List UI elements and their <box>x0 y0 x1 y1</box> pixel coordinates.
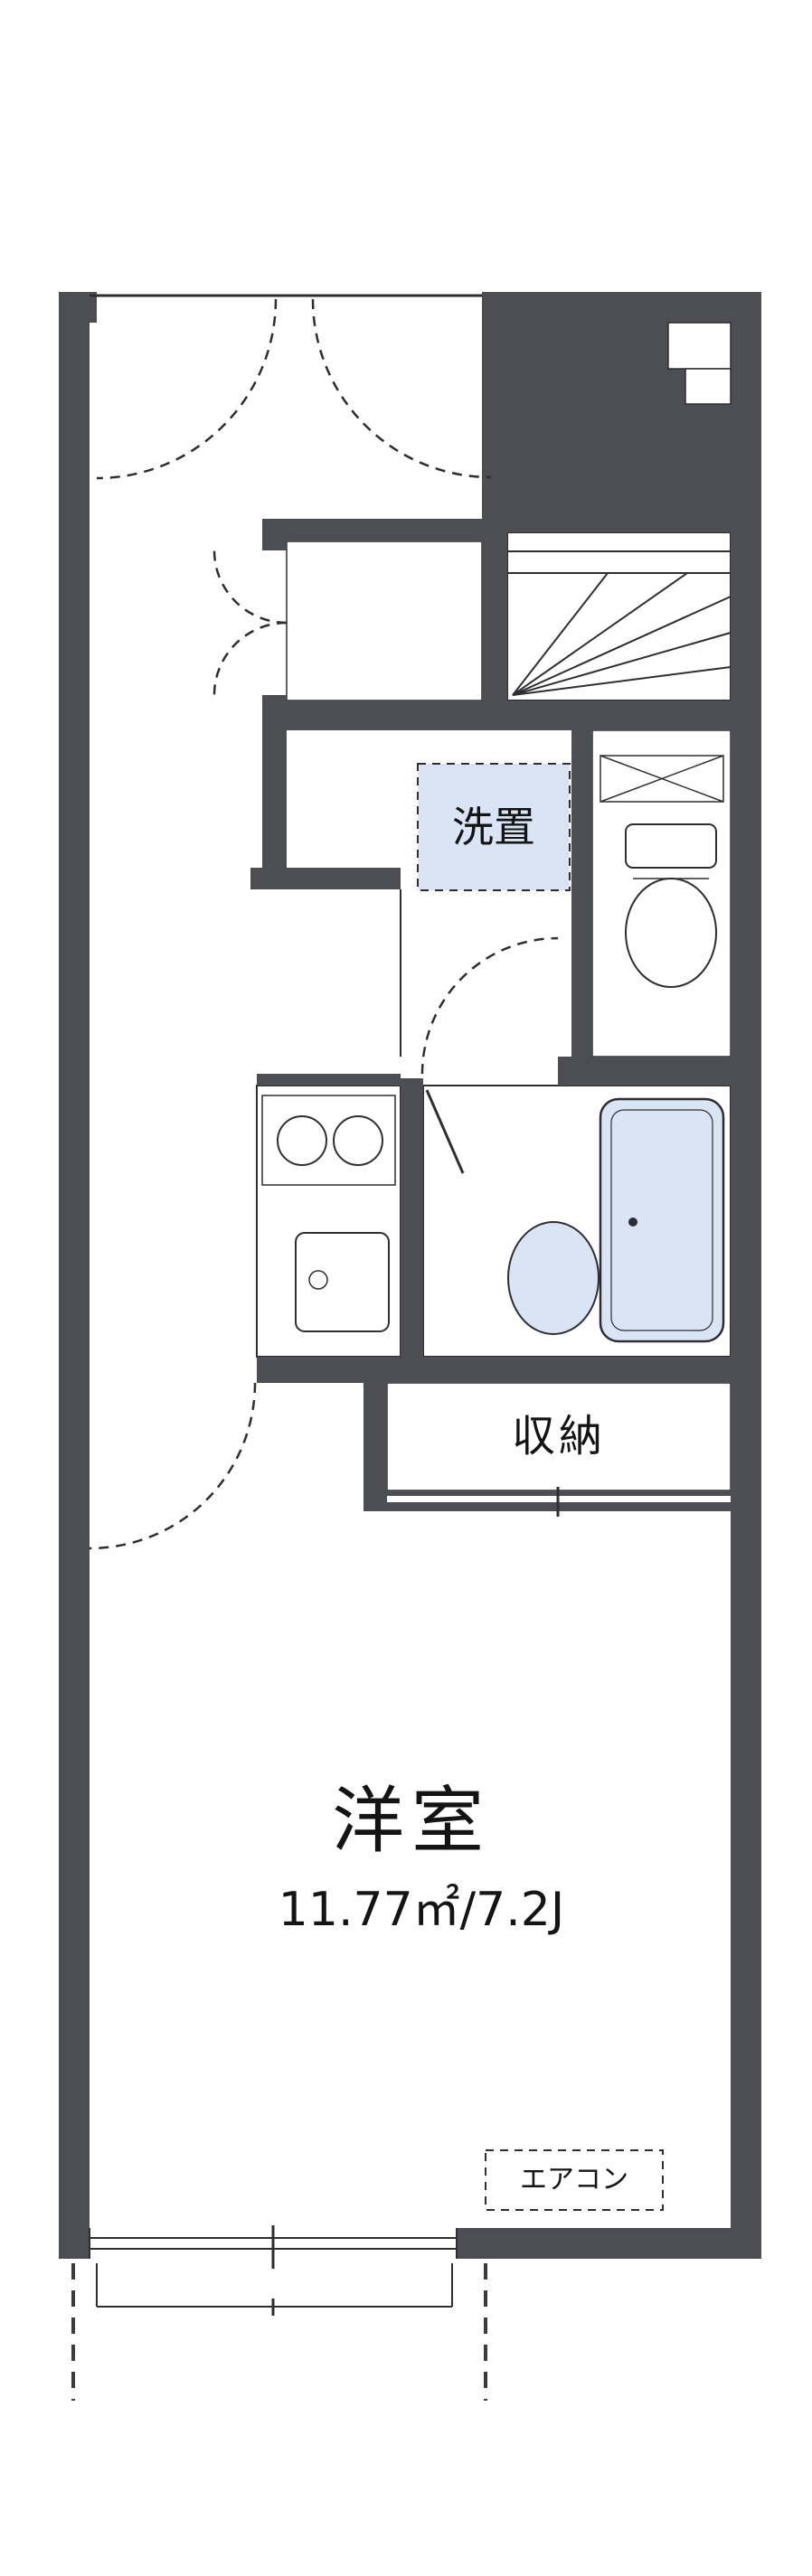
bathroom-door-leaf <box>425 1089 465 1174</box>
aircon-label: エアコン <box>520 2164 628 2195</box>
toilet-window <box>600 755 724 803</box>
washer-space-label: 洗置 <box>452 803 535 851</box>
balcony <box>96 2263 453 2316</box>
genkan-entry <box>286 541 483 701</box>
balcony-window <box>89 2225 458 2269</box>
genkan-double-door-arcs <box>212 550 288 696</box>
bath-basin <box>507 1221 600 1335</box>
main-room-door-arc <box>89 1382 257 1550</box>
main-room-label: 洋室 <box>332 1779 491 1863</box>
property-boundary-dashes <box>71 2263 487 2401</box>
bathtub <box>599 1097 725 1343</box>
staircase-steps <box>507 322 732 696</box>
washroom-door-arc <box>420 936 559 1075</box>
main-room-size-label: 11.77㎡/7.2J <box>278 1883 565 1937</box>
entrance-door-arcs <box>96 298 492 480</box>
washer-space <box>400 763 571 1057</box>
storage-label: 収納 <box>511 1411 607 1462</box>
walls <box>59 292 761 2259</box>
kitchen-sink <box>295 1232 390 1332</box>
aircon-box <box>485 2149 664 2211</box>
storage-door-track <box>387 1487 731 1517</box>
kitchen-stove <box>261 1095 396 1186</box>
toilet-fixture <box>625 823 717 988</box>
